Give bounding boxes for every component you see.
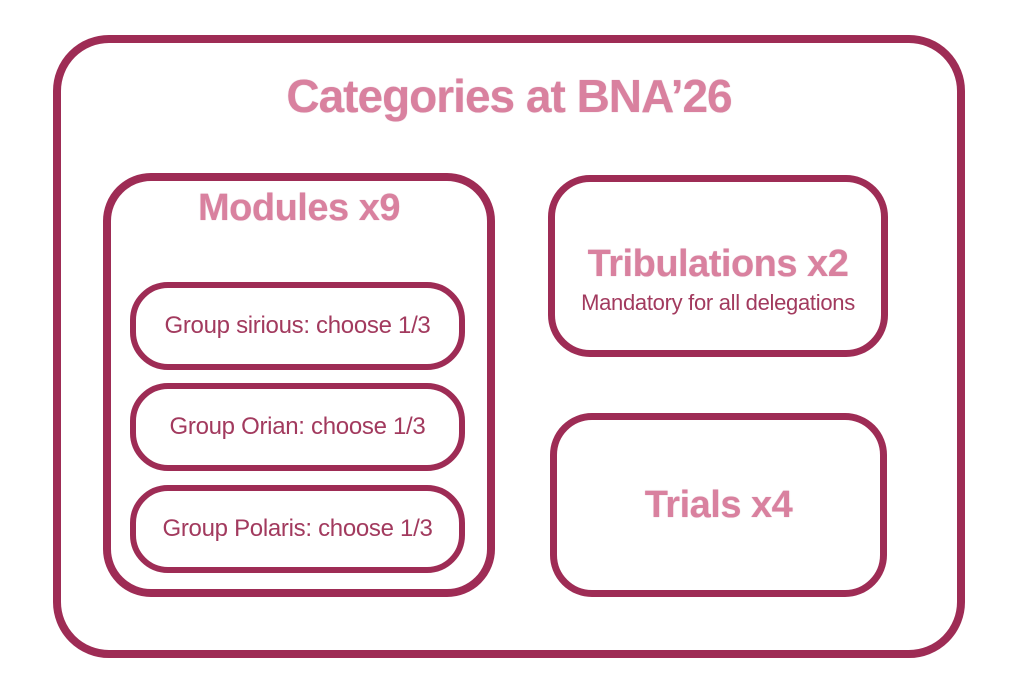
categories-container-box: Categories at BNA’26 Modules x9 Group si… (53, 35, 965, 658)
group-box-orian: Group Orian: choose 1/3 (130, 383, 465, 471)
diagram-title: Categories at BNA’26 (286, 70, 732, 122)
tribulations-subtitle: Mandatory for all delegations (581, 289, 855, 315)
trials-title: Trials x4 (644, 483, 793, 526)
group-polaris-label: Group Polaris: choose 1/3 (162, 515, 433, 542)
modules-box: Modules x9 Group sirious: choose 1/3 Gro… (103, 173, 495, 597)
tribulations-box: Tribulations x2 Mandatory for all delega… (548, 175, 888, 357)
trials-box: Trials x4 (550, 413, 887, 597)
modules-title: Modules x9 (198, 187, 400, 229)
group-orian-label: Group Orian: choose 1/3 (169, 413, 426, 440)
group-box-sirious: Group sirious: choose 1/3 (130, 282, 465, 370)
tribulations-title: Tribulations x2 (587, 242, 849, 285)
group-box-polaris: Group Polaris: choose 1/3 (130, 485, 465, 573)
group-sirious-label: Group sirious: choose 1/3 (164, 312, 431, 339)
